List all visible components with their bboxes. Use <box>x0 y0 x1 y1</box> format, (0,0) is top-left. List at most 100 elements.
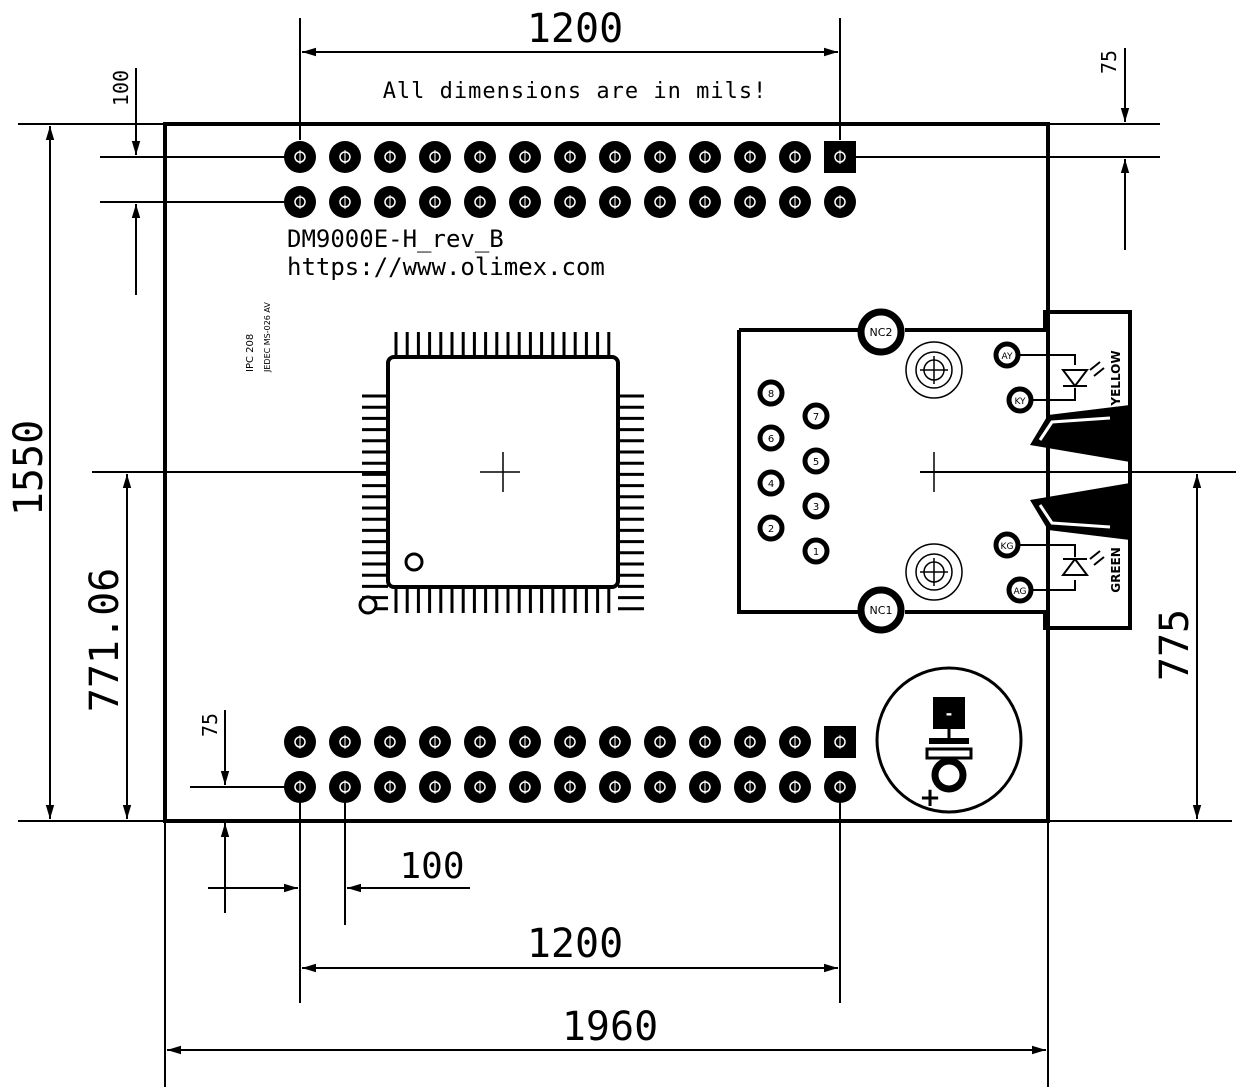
header-pin <box>689 186 721 218</box>
header-pin <box>599 771 631 803</box>
dim-top-right-offset: 75 <box>1097 50 1121 74</box>
header-pin <box>374 726 406 758</box>
header-pin <box>779 726 811 758</box>
header-pin <box>464 141 496 173</box>
header-pin <box>824 186 856 218</box>
rj45-pin-label: 7 <box>813 412 819 423</box>
header-pin <box>554 141 586 173</box>
header-pin <box>599 141 631 173</box>
dimension-arrows <box>45 47 1202 1055</box>
rj45-pin-label: 4 <box>768 479 774 490</box>
header-pin <box>734 141 766 173</box>
capacitor-pad-minus <box>933 697 965 729</box>
rj45-pin: 3 <box>802 492 830 520</box>
capacitor-minus-label: - <box>946 704 953 723</box>
header-pin <box>284 141 316 173</box>
capacitor-pad-plus <box>931 757 967 793</box>
led-label-green: GREEN <box>1109 547 1123 593</box>
header-pin <box>329 726 361 758</box>
nc2-pad <box>857 308 905 356</box>
extension-lines <box>18 18 1236 1087</box>
ic-footprint-sublabel: JEDEC MS-026 AV <box>263 302 272 373</box>
rj45-connector: NC2 NC1 8 6 4 2 7 5 3 1 AY KY KG AG <box>737 308 1132 634</box>
pin1-marker <box>404 552 424 572</box>
header-pin <box>329 186 361 218</box>
rj45-pin-label: 6 <box>768 434 774 445</box>
header-pin <box>554 771 586 803</box>
board-url: https://www.olimex.com <box>287 253 605 281</box>
nc1-pad <box>857 586 905 634</box>
header-pin <box>689 726 721 758</box>
header-pin <box>329 771 361 803</box>
led-symbol-green <box>1018 544 1105 591</box>
header-pin <box>644 771 676 803</box>
led-symbol-yellow <box>1018 354 1105 401</box>
capacitor-plus-label: + <box>919 783 941 813</box>
dim-rj45-center: 775 <box>1152 609 1198 681</box>
header-pin <box>509 726 541 758</box>
led-pad-label: KY <box>1014 397 1026 407</box>
mounting-hole-top <box>905 341 963 399</box>
rj45-pin-label: 1 <box>813 547 819 558</box>
fiducial-marker <box>358 595 378 615</box>
header-pin <box>329 141 361 173</box>
header-pin <box>734 726 766 758</box>
nc1-label: NC1 <box>870 604 893 617</box>
led-pad: KG <box>993 531 1021 559</box>
header-pin <box>779 771 811 803</box>
header-pin <box>734 771 766 803</box>
nc2-label: NC2 <box>870 326 893 339</box>
header-pin <box>779 186 811 218</box>
dim-bottom-left-offset: 75 <box>198 713 222 737</box>
board-name: DM9000E-H_rev_B <box>287 225 504 253</box>
rj45-pin: 1 <box>802 537 830 565</box>
rj45-pin: 7 <box>802 402 830 430</box>
header-pin <box>374 141 406 173</box>
header-pin <box>284 186 316 218</box>
header-pin <box>509 186 541 218</box>
dim-total-height: 1550 <box>6 420 52 516</box>
header-pin <box>419 771 451 803</box>
rj45-pin: 8 <box>757 379 785 407</box>
mounting-hole-bottom <box>905 543 963 601</box>
header-pin <box>599 186 631 218</box>
header-pin <box>284 771 316 803</box>
rj45-pin-label: 8 <box>768 389 774 400</box>
header-pin <box>554 186 586 218</box>
dim-pin-pitch: 100 <box>399 846 464 887</box>
dim-chip-center: 771.06 <box>82 568 128 713</box>
rj45-pin-label: 2 <box>768 524 774 535</box>
header-pin <box>419 726 451 758</box>
header-pin <box>464 726 496 758</box>
led-pad: AG <box>1006 576 1034 604</box>
dim-top-width: 1200 <box>527 6 623 52</box>
header-pin <box>824 726 856 758</box>
header-pin <box>509 141 541 173</box>
header-pin <box>419 186 451 218</box>
header-pin <box>509 771 541 803</box>
electrolytic-capacitor: - + <box>875 666 1023 814</box>
led-label-yellow: YELLOW <box>1109 350 1123 406</box>
rj45-pin-label: 5 <box>813 457 819 468</box>
header-pin <box>644 141 676 173</box>
header-pin <box>689 141 721 173</box>
header-pin <box>374 186 406 218</box>
header-pin <box>284 726 316 758</box>
header-pin <box>824 141 856 173</box>
header-pin <box>554 726 586 758</box>
header-pin <box>599 726 631 758</box>
led-pad-label: AY <box>1002 352 1013 362</box>
rj45-pin: 4 <box>757 469 785 497</box>
header-pin <box>689 771 721 803</box>
header-pin <box>419 141 451 173</box>
header-pin <box>824 771 856 803</box>
dim-top-offset: 100 <box>109 70 133 106</box>
pin-headers <box>284 141 856 803</box>
header-pin <box>644 186 676 218</box>
rj45-pin: 6 <box>757 424 785 452</box>
header-pin <box>779 141 811 173</box>
dim-bottom-inner-width: 1200 <box>527 921 623 967</box>
led-pad: AY <box>993 341 1021 369</box>
rj45-pin: 2 <box>757 514 785 542</box>
